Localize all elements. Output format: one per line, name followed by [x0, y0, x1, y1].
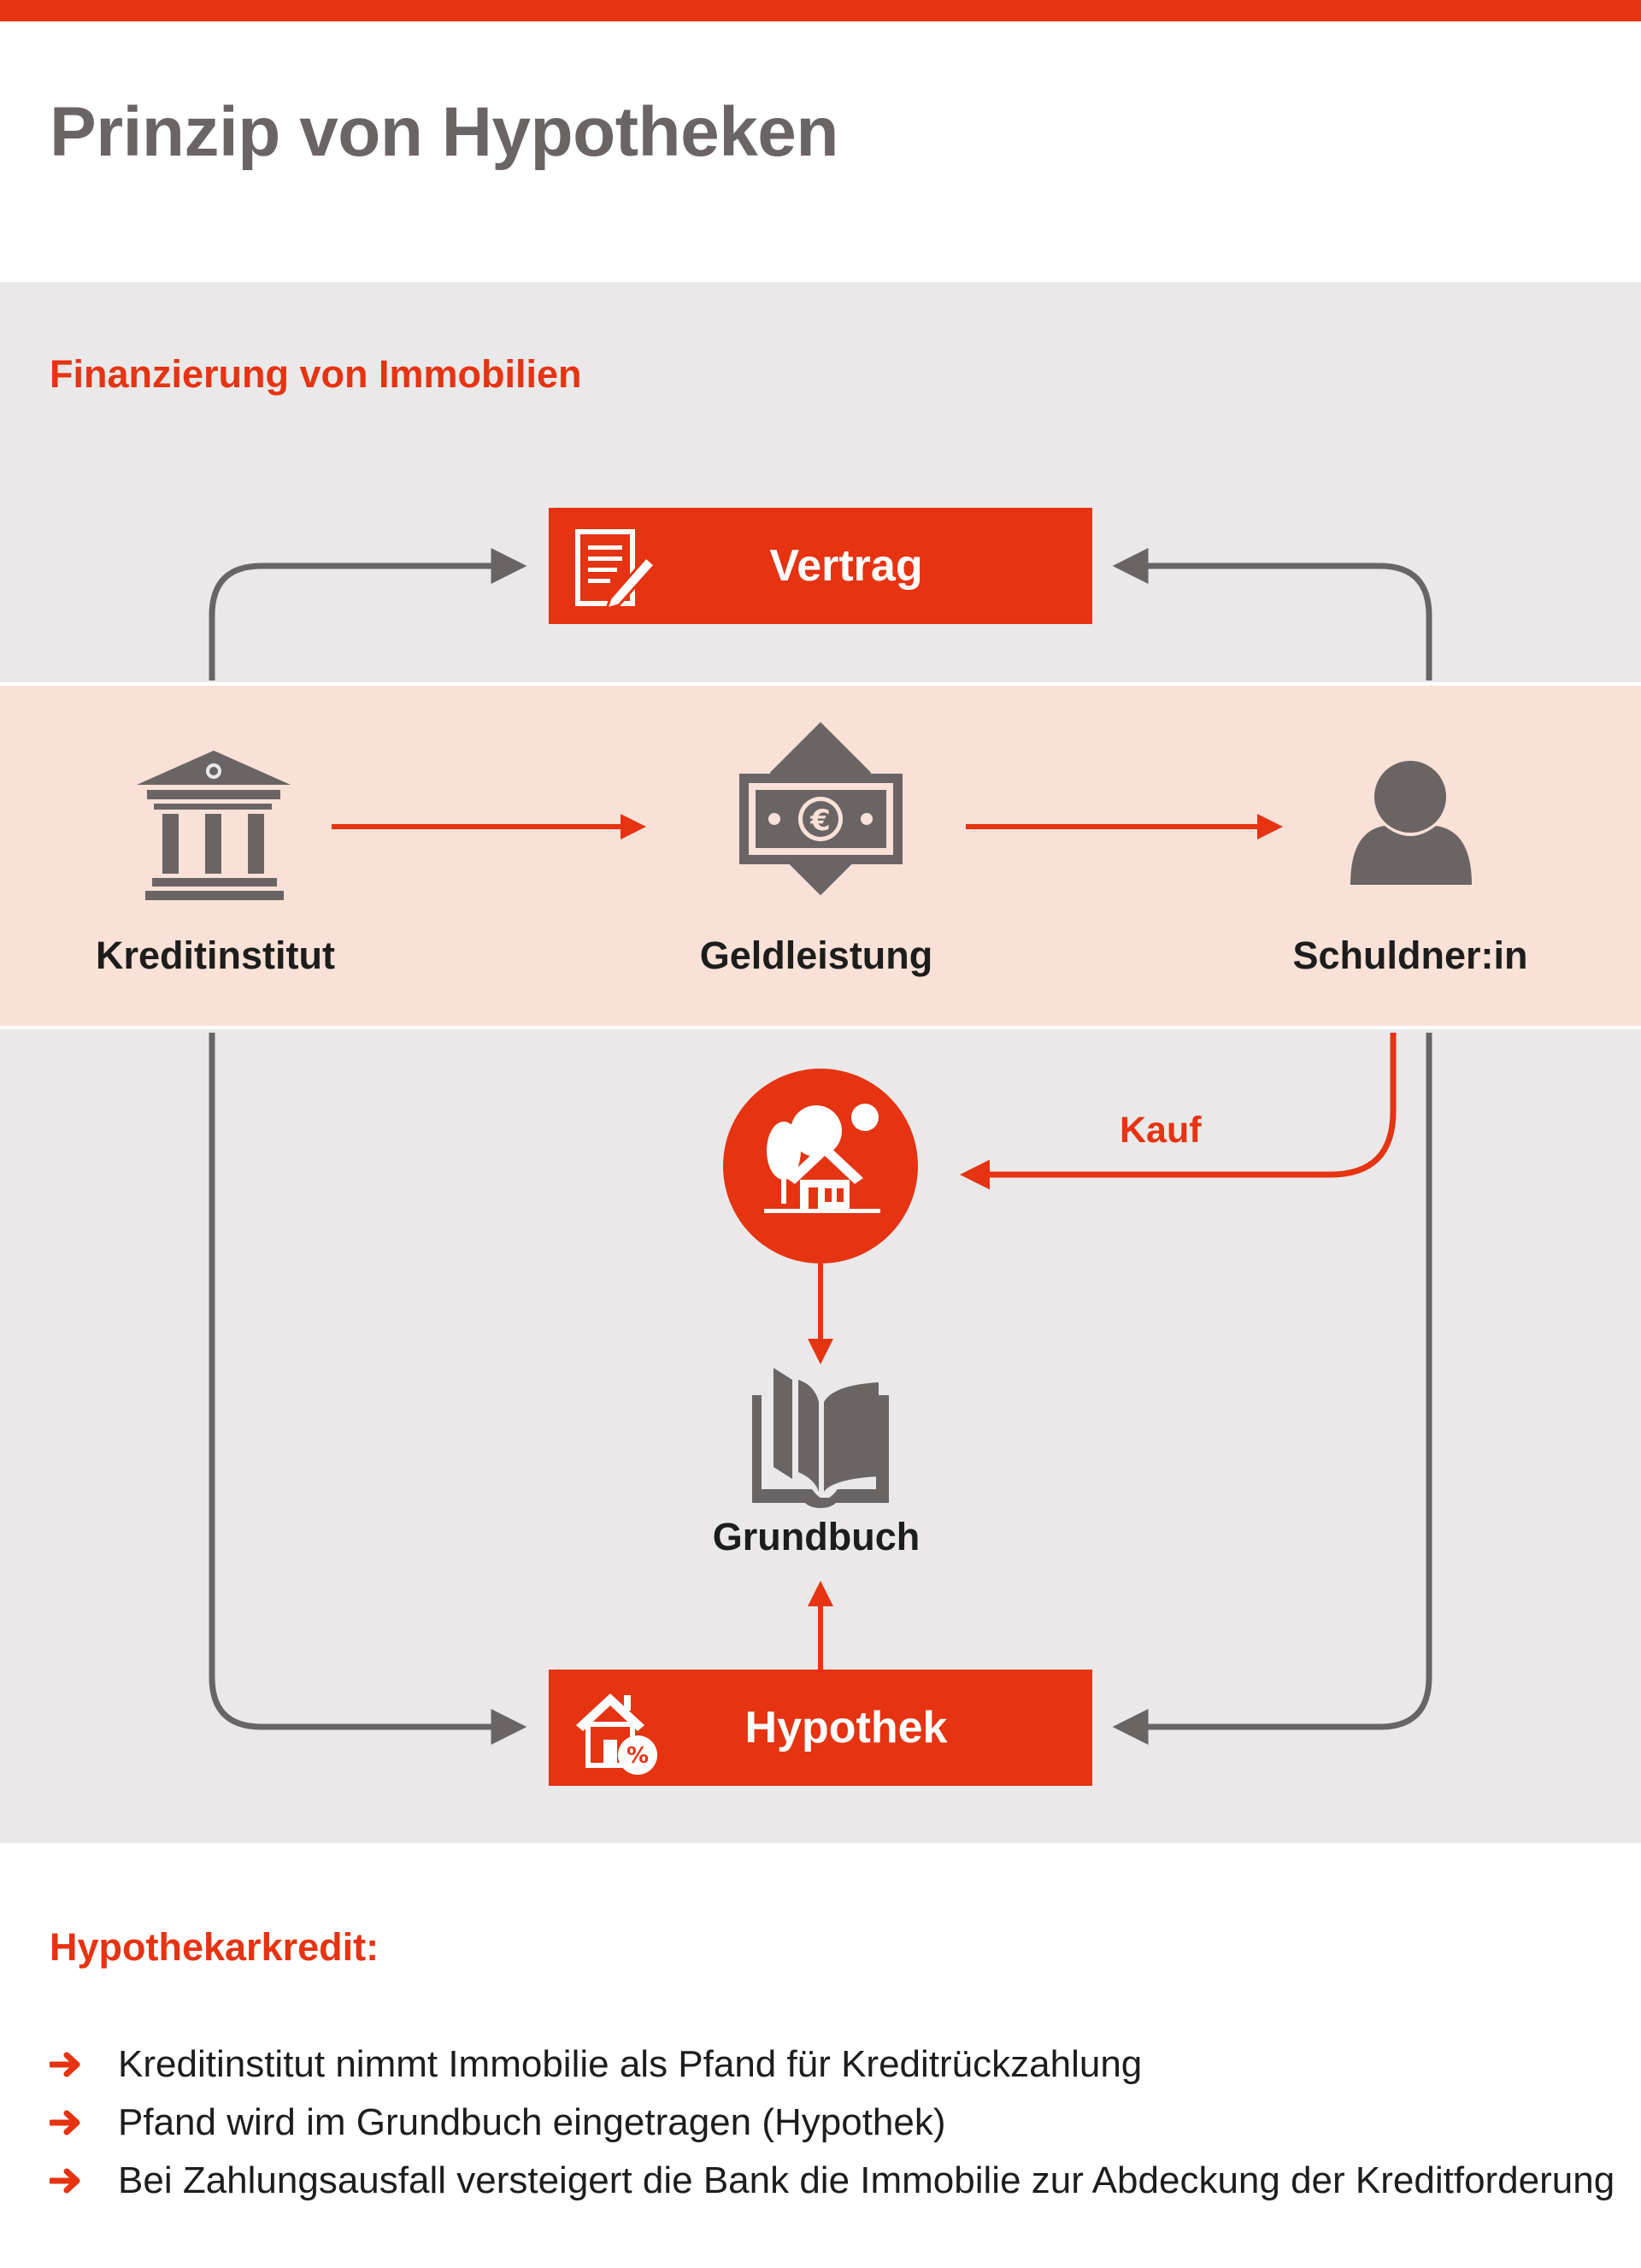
contract-label: Vertrag: [769, 541, 923, 591]
diagram-subtitle: Finanzierung von Immobilien: [50, 352, 582, 396]
top-accent-bar: [0, 0, 1641, 21]
person-icon: [1350, 761, 1472, 885]
svg-text:€: €: [809, 804, 831, 838]
explanation-list: Kreditinstitut nimmt Immobilie als Pfand…: [50, 2035, 1615, 2210]
money-label: Geldleistung: [699, 934, 933, 977]
connector-debtor-to-mortgage: [1112, 1033, 1432, 1745]
mortgage-box: % Hypothek: [549, 1670, 1092, 1786]
list-item-text: Bei Zahlungsausfall versteigert die Bank…: [118, 2159, 1615, 2201]
purchase-label: Kauf: [1120, 1110, 1202, 1151]
house-percent-icon: %: [576, 1694, 657, 1775]
arrow-right-icon: [50, 2110, 80, 2135]
connector-debtor-to-contract: [1112, 548, 1432, 680]
explanation-heading: Hypothekarkredit:: [50, 1925, 379, 1969]
contract-document-icon: [575, 529, 657, 611]
arrow-right-icon: [50, 2052, 80, 2077]
page-title: Prinzip von Hypotheken: [50, 93, 839, 171]
open-book-icon: [752, 1368, 889, 1508]
house-with-trees-icon: [723, 1069, 918, 1264]
svg-text:%: %: [626, 1743, 649, 1769]
mortgage-label: Hypothek: [744, 1703, 948, 1753]
connector-bank-to-contract: [209, 548, 527, 680]
bank-building-icon: [137, 751, 291, 900]
connector-bank-to-mortgage: [209, 1033, 527, 1745]
arrow-right-icon: [50, 2168, 80, 2194]
list-item: Bei Zahlungsausfall versteigert die Bank…: [50, 2152, 1615, 2210]
list-item: Pfand wird im Grundbuch eingetragen (Hyp…: [50, 2094, 1615, 2152]
list-item: Kreditinstitut nimmt Immobilie als Pfand…: [50, 2035, 1615, 2094]
land-register-label: Grundbuch: [712, 1515, 920, 1558]
arrow-debtor-to-property: [960, 1033, 1397, 1190]
list-item-text: Kreditinstitut nimmt Immobilie als Pfand…: [118, 2043, 1143, 2085]
list-item-text: Pfand wird im Grundbuch eingetragen (Hyp…: [118, 2101, 946, 2143]
debtor-label: Schuldner:in: [1292, 934, 1528, 977]
bank-label: Kreditinstitut: [96, 934, 335, 977]
contract-box: Vertrag: [549, 508, 1092, 624]
euro-banknote-icon: €: [739, 722, 903, 896]
